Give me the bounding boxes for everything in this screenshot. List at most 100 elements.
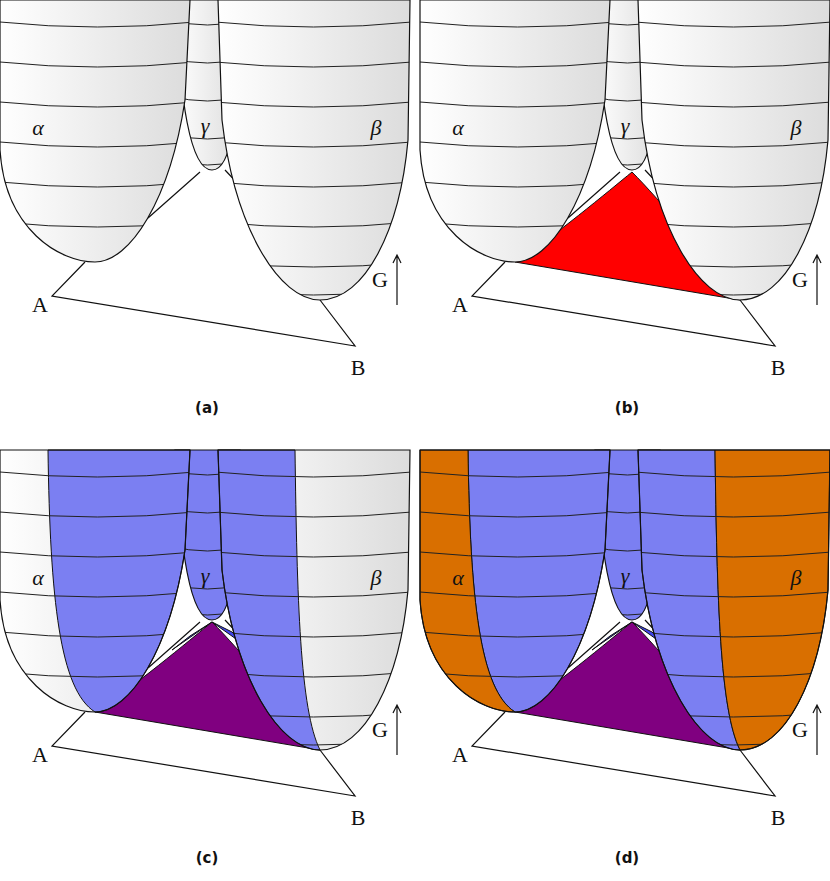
axis-label: B (771, 807, 786, 829)
contour-line (420, 262, 615, 267)
contour-line (0, 552, 195, 557)
single-phase-region (715, 450, 830, 750)
contour-line (420, 22, 615, 27)
phase-surface (218, 0, 410, 300)
phase-label: γ (621, 565, 630, 587)
contour-line (635, 632, 830, 637)
contour-line (0, 262, 195, 267)
contour-line (635, 552, 830, 557)
contour-line (0, 290, 195, 295)
phase-surface (0, 0, 190, 262)
axis-label: G (792, 719, 808, 741)
contour-line (215, 62, 412, 67)
contour-line (0, 592, 195, 597)
panel-caption: (c) (196, 851, 219, 866)
contour-line (635, 142, 830, 147)
phase-surface (420, 0, 610, 262)
surface-outline (420, 450, 610, 712)
contour-line (215, 632, 412, 637)
phase-surface (638, 0, 830, 300)
phase-surface (420, 450, 610, 712)
contour-line (635, 222, 830, 227)
contour-line (215, 712, 412, 717)
contour-line (0, 512, 195, 517)
contour-line (0, 222, 195, 227)
contour-line (0, 632, 195, 637)
surface-outline (638, 450, 830, 750)
phase-label: β (371, 567, 382, 589)
phase-label: α (452, 567, 464, 589)
contour-line (420, 290, 615, 295)
contour-lines (635, 472, 830, 745)
contour-line (420, 62, 615, 67)
contour-line (215, 672, 412, 677)
contour-line (420, 222, 615, 227)
axis-label: G (372, 719, 388, 741)
contour-line (635, 22, 830, 27)
two-phase-region (218, 450, 320, 750)
contour-line (420, 740, 615, 745)
phase-label: γ (201, 565, 210, 587)
contour-lines (420, 22, 615, 295)
contour-line (635, 102, 830, 107)
contour-line (215, 552, 412, 557)
contour-line (420, 182, 615, 187)
contour-line (420, 142, 615, 147)
phase-label: α (452, 117, 464, 139)
contour-lines (0, 472, 195, 745)
contour-lines (215, 472, 412, 745)
contour-lines (0, 22, 195, 295)
contour-line (215, 182, 412, 187)
panel-caption: (b) (615, 401, 639, 416)
contour-line (635, 62, 830, 67)
contour-line (420, 552, 615, 557)
contour-line (635, 672, 830, 677)
g-axis-arrow (813, 705, 821, 755)
contour-line (420, 712, 615, 717)
surface-outline (638, 0, 830, 300)
axis-label: A (32, 294, 48, 316)
panel (420, 450, 830, 796)
contour-line (635, 512, 830, 517)
contour-line (635, 182, 830, 187)
contour-line (215, 512, 412, 517)
axis-label: B (351, 357, 366, 379)
axis-label: G (372, 269, 388, 291)
phase-label: α (32, 117, 44, 139)
contour-line (635, 592, 830, 597)
contour-line (0, 182, 195, 187)
contour-line (635, 262, 830, 267)
phase-surface (638, 450, 830, 750)
contour-lines (635, 22, 830, 295)
contour-line (215, 472, 412, 477)
contour-line (420, 592, 615, 597)
contour-line (215, 102, 412, 107)
panel-caption: (a) (195, 401, 219, 416)
phase-surface (218, 450, 410, 750)
contour-line (215, 222, 412, 227)
surface-outline (218, 0, 410, 300)
contour-line (0, 22, 195, 27)
phase-label: β (791, 117, 802, 139)
axis-label: A (452, 294, 468, 316)
contour-line (215, 592, 412, 597)
single-phase-region (420, 450, 515, 712)
g-axis-arrow (393, 255, 401, 305)
contour-line (635, 712, 830, 717)
surface-outline (420, 0, 610, 262)
contour-line (635, 472, 830, 477)
contour-line (0, 472, 195, 477)
contour-line (215, 262, 412, 267)
contour-line (0, 740, 195, 745)
axis-label: B (771, 357, 786, 379)
contour-line (0, 102, 195, 107)
contour-line (215, 22, 412, 27)
two-phase-region (48, 450, 190, 712)
contour-line (420, 472, 615, 477)
surface-outline (0, 450, 190, 712)
g-axis-arrow (813, 255, 821, 305)
panel (0, 450, 412, 796)
panel-caption: (d) (615, 851, 639, 866)
